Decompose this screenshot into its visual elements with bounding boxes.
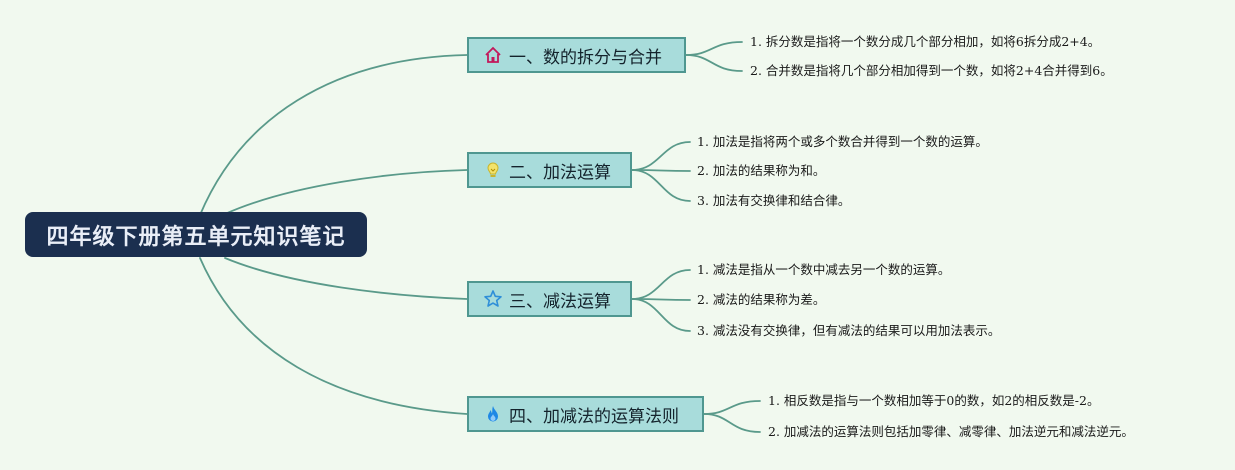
star-icon [483, 289, 503, 309]
link-b3-leaf-1 [631, 269, 691, 300]
link-b4-leaf-1 [703, 400, 761, 415]
link-b3-leaf-3 [631, 298, 691, 332]
leaf-3-3: 3. 减法没有交换律，但有减法的结果可以用加法表示。 [697, 323, 1001, 338]
link-b2-leaf-1 [631, 141, 691, 171]
branch-node-2[interactable]: 二、加法运算 [467, 152, 632, 188]
lightbulb-icon [483, 160, 503, 180]
link-root-branch-3 [224, 257, 468, 300]
link-b1-leaf-1 [685, 41, 743, 56]
leaf-1-2: 2. 合并数是指将几个部分相加得到一个数，如将2+4合并得到6。 [750, 63, 1113, 78]
branch-title-2: 二、加法运算 [509, 162, 611, 183]
link-b1-leaf-2 [685, 54, 743, 72]
branch-title-1: 一、数的拆分与合并 [509, 47, 662, 68]
root-node[interactable]: 四年级下册第五单元知识笔记 [25, 212, 367, 257]
link-root-branch-2 [224, 169, 468, 215]
link-b4-leaf-2 [703, 413, 761, 433]
branch-node-1[interactable]: 一、数的拆分与合并 [467, 37, 686, 73]
leaf-4-1: 1. 相反数是指与一个数相加等于0的数，如2的相反数是-2。 [768, 393, 1100, 408]
link-root-branch-1 [199, 54, 468, 216]
leaf-1-1: 1. 拆分数是指将一个数分成几个部分相加，如将6拆分成2+4。 [750, 34, 1101, 49]
flame-icon [483, 404, 503, 424]
branch-node-3[interactable]: 三、减法运算 [467, 281, 632, 317]
leaf-2-3: 3. 加法有交换律和结合律。 [697, 193, 851, 208]
leaf-3-1: 1. 减法是指从一个数中减去另一个数的运算。 [697, 262, 951, 277]
link-b2-leaf-3 [631, 169, 691, 202]
root-title: 四年级下册第五单元知识笔记 [46, 224, 346, 250]
branch-node-4[interactable]: 四、加减法的运算法则 [467, 396, 704, 432]
leaf-3-2: 2. 减法的结果称为差。 [697, 292, 826, 307]
house-icon [483, 45, 503, 65]
link-root-branch-4 [199, 257, 468, 415]
leaf-4-2: 2. 加减法的运算法则包括加零律、减零律、加法逆元和减法逆元。 [768, 424, 1134, 439]
leaf-2-1: 1. 加法是指将两个或多个数合并得到一个数的运算。 [697, 134, 988, 149]
branch-title-3: 三、减法运算 [509, 291, 611, 312]
leaf-2-2: 2. 加法的结果称为和。 [697, 163, 826, 178]
branch-title-4: 四、加减法的运算法则 [509, 406, 679, 427]
